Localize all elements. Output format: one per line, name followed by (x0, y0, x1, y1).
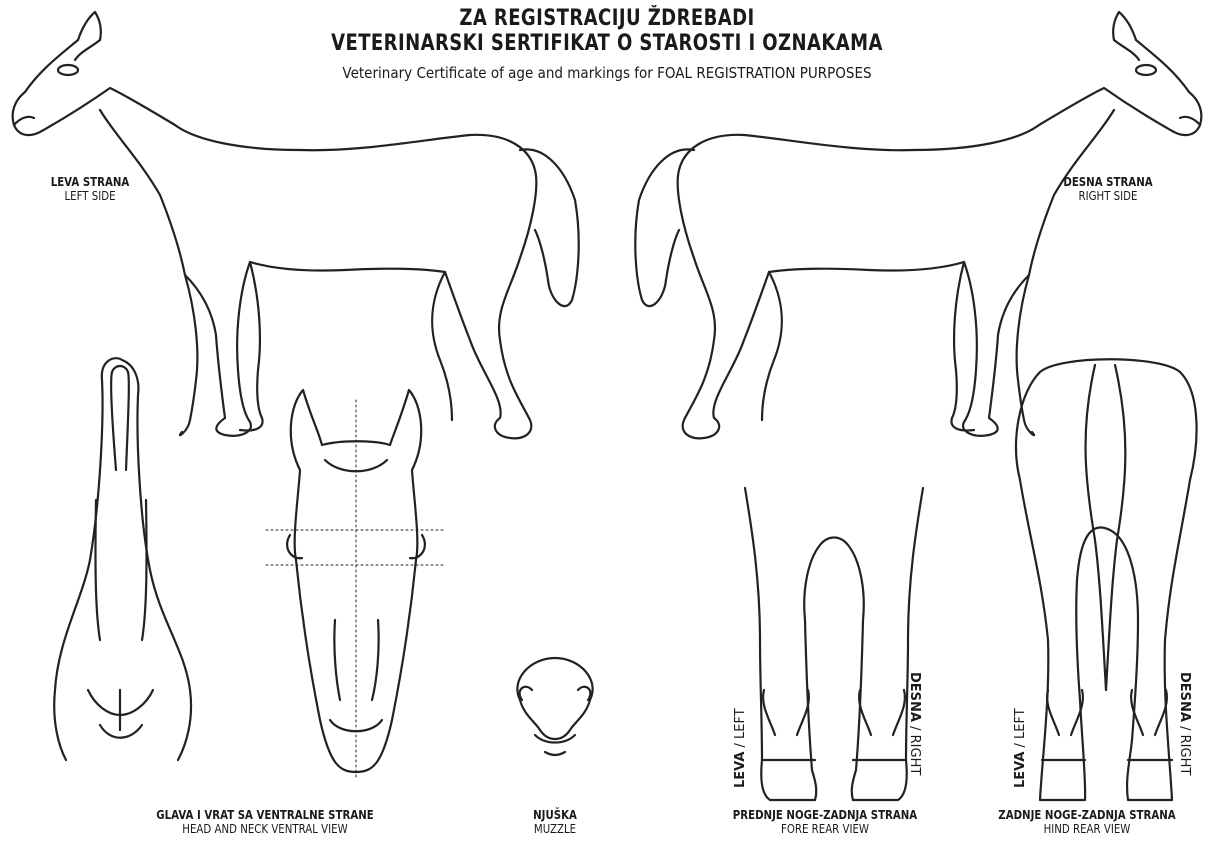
muzzle-outline (517, 658, 592, 755)
fore-left-label-en: / LEFT (733, 708, 748, 747)
head-neck-caption: GLAVA I VRAT SA VENTRALNE STRANE HEAD AN… (100, 808, 430, 836)
hind-rear-label-en: HIND REAR VIEW (979, 822, 1195, 836)
hind-right-label: DESNA / RIGHT (1177, 672, 1192, 775)
head-neck-label-local: GLAVA I VRAT SA VENTRALNE STRANE (125, 808, 406, 822)
fore-rear-label-local: PREDNJE NOGE-ZADNJA STRANA (710, 808, 940, 822)
hind-rear-legs-outline (1016, 359, 1196, 800)
left-side-horse-outline (13, 12, 579, 438)
right-side-label: DESNA STRANA RIGHT SIDE (1028, 175, 1188, 203)
hind-rear-label-local: ZADNJE NOGE-ZADNJA STRANA (979, 808, 1195, 822)
muzzle-label-en: MUZZLE (508, 822, 602, 836)
face-front-outline (266, 390, 446, 778)
fore-rear-legs-outline (745, 488, 923, 800)
fore-right-label: DESNA / RIGHT (907, 672, 922, 775)
fore-right-label-en: / RIGHT (907, 726, 922, 775)
hind-rear-caption: ZADNJE NOGE-ZADNJA STRANA HIND REAR VIEW (960, 808, 1214, 836)
fore-rear-label-en: FORE REAR VIEW (710, 822, 940, 836)
right-side-label-local: DESNA STRANA (1040, 175, 1176, 189)
head-neck-ventral-outline (54, 358, 191, 760)
left-side-label: LEVA STRANA LEFT SIDE (20, 175, 160, 203)
fore-left-label-local: LEVA (733, 752, 748, 788)
left-side-label-en: LEFT SIDE (31, 189, 150, 203)
fore-left-label: LEVA / LEFT (733, 708, 748, 788)
hind-right-label-local: DESNA (1177, 672, 1192, 722)
right-side-label-en: RIGHT SIDE (1040, 189, 1176, 203)
left-side-label-local: LEVA STRANA (31, 175, 150, 189)
hind-right-label-en: / RIGHT (1177, 726, 1192, 775)
fore-rear-caption: PREDNJE NOGE-ZADNJA STRANA FORE REAR VIE… (690, 808, 960, 836)
hind-left-label-en: / LEFT (1013, 708, 1028, 747)
fore-right-label-local: DESNA (907, 672, 922, 722)
hind-left-label: LEVA / LEFT (1013, 708, 1028, 788)
muzzle-caption: NJUŠKA MUZZLE (500, 808, 610, 836)
head-neck-label-en: HEAD AND NECK VENTRAL VIEW (125, 822, 406, 836)
hind-left-label-local: LEVA (1013, 752, 1028, 788)
muzzle-label-local: NJUŠKA (508, 808, 602, 822)
